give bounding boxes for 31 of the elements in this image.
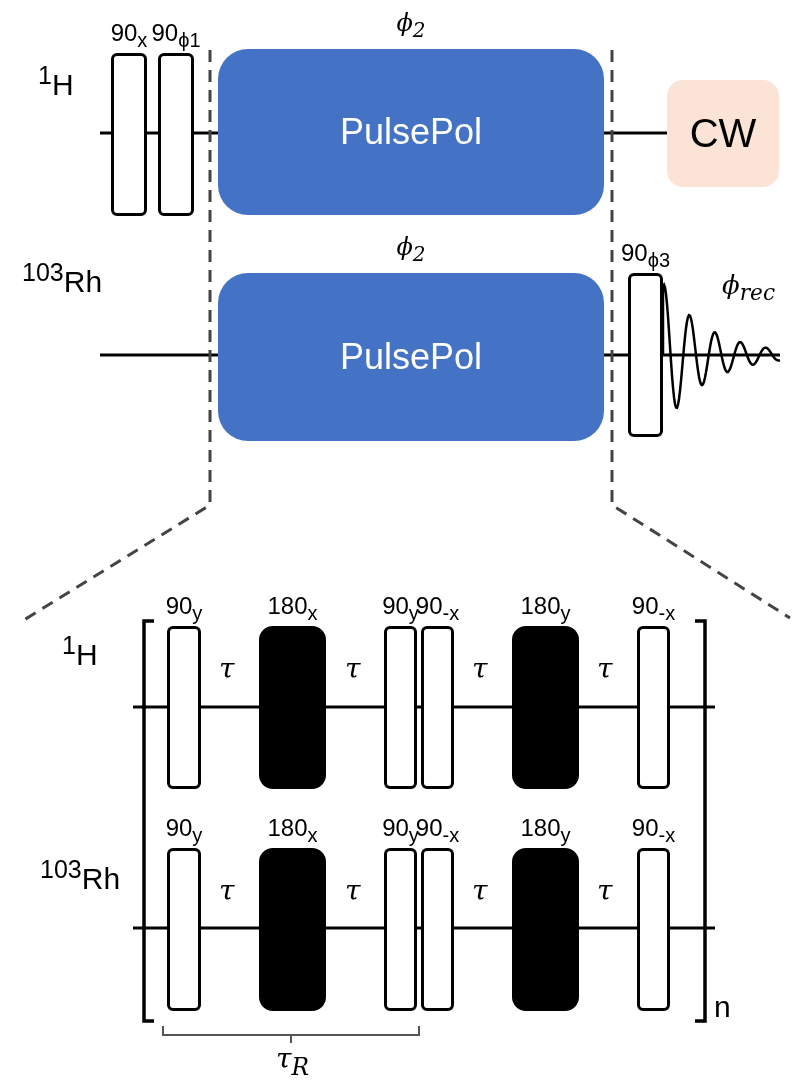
block-title: PulsePol — [339, 111, 483, 153]
block-title: PulsePol — [339, 336, 483, 378]
phase-label: ϕ$_{rec}$ — [722, 269, 776, 308]
delay-label: τ — [219, 874, 235, 908]
repeat-label: n — [714, 990, 731, 1024]
delay-label: τ — [597, 652, 613, 686]
delay-label: τ — [472, 874, 488, 908]
phase-label: ϕ$_{2}$ — [396, 233, 426, 268]
pulse-label: 180$_{x}$ — [267, 814, 318, 848]
pulse-label: 90$_{-x}$ — [631, 814, 676, 848]
pulse-label: 180$_{y}$ — [520, 814, 571, 848]
pulse-label: 180$_{y}$ — [520, 592, 571, 626]
cw-block: CW — [667, 80, 779, 187]
pulse-label: 90$_{y}$ — [165, 814, 203, 848]
channel-label: $^{103}$Rh — [22, 257, 103, 299]
channel-label: $^{1}$H — [62, 630, 98, 672]
delay-label: τ — [345, 652, 361, 686]
delay-label: τ — [345, 874, 361, 908]
pulse-label: 90$_{ϕ3}$ — [621, 239, 670, 273]
phase-label: ϕ$_{2}$ — [396, 9, 426, 44]
pulse-label: 180$_{x}$ — [267, 592, 318, 626]
pulse-label: 90$_{-x}$ — [631, 592, 676, 626]
pulse-label: 90$_{ϕ1}$ — [151, 19, 201, 53]
channel-label: $^{1}$H — [38, 60, 74, 102]
pulse-label: 90$_{y}$ — [165, 592, 203, 626]
pulse-label: 90$_{x}$ — [110, 19, 148, 53]
channel-label: $^{103}$Rh — [40, 854, 121, 896]
delay-label: τ$_{R}$ — [276, 1042, 310, 1083]
delay-label: τ — [597, 874, 613, 908]
delay-label: τ — [472, 652, 488, 686]
delay-label: τ — [219, 652, 235, 686]
